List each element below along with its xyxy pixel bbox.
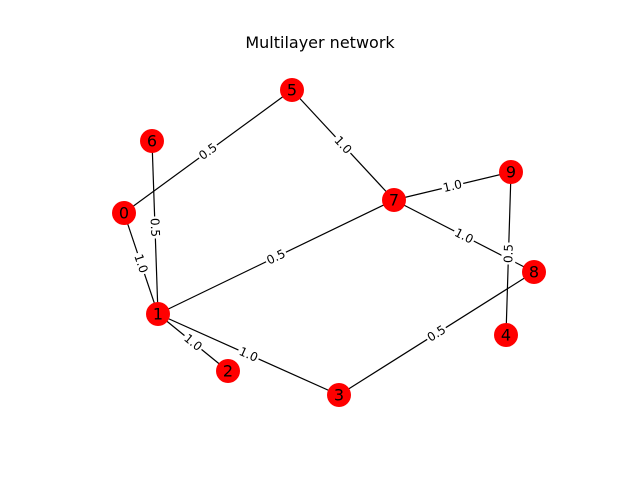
node-circle xyxy=(522,260,546,284)
edge-label-9-4: 0.5 xyxy=(501,242,516,265)
node-4: 4 xyxy=(494,323,518,347)
edge-label-3-8: 0.5 xyxy=(423,321,450,346)
edge-weight-label: 0.5 xyxy=(148,218,163,238)
node-0: 0 xyxy=(112,201,136,225)
edge-weight-label: 0.5 xyxy=(501,244,516,264)
edge-label-0-1: 1.0 xyxy=(130,250,152,277)
node-circle xyxy=(494,323,518,347)
edge-label-background xyxy=(180,330,206,355)
edge-weight-label: 1.0 xyxy=(131,252,150,275)
node-circle xyxy=(499,160,523,184)
edge-label-background xyxy=(440,176,465,196)
node-6: 6 xyxy=(140,129,164,153)
node-label: 0 xyxy=(119,204,129,223)
edge-label-1-3: 1.0 xyxy=(235,343,262,366)
edge-label-background xyxy=(147,216,163,239)
node-9: 9 xyxy=(499,160,523,184)
node-circle xyxy=(112,201,136,225)
node-label: 6 xyxy=(147,132,157,151)
node-circle xyxy=(280,78,304,102)
edge-weight-label: 0.5 xyxy=(196,140,220,163)
node-label: 7 xyxy=(389,191,399,210)
edge-label-background xyxy=(501,242,516,265)
edge-label-7-9: 1.0 xyxy=(440,176,465,196)
node-1: 1 xyxy=(146,302,170,326)
edge-label-background xyxy=(194,139,222,164)
diagram-title: Multilayer network xyxy=(245,33,395,52)
edge-label-background xyxy=(451,224,477,248)
edge-label-6-1: 0.5 xyxy=(147,216,163,239)
node-8: 8 xyxy=(522,260,546,284)
edge-weight-label: 1.0 xyxy=(181,331,205,354)
node-2: 2 xyxy=(216,359,240,383)
edge-label-background xyxy=(423,321,450,346)
node-circle xyxy=(327,383,351,407)
edge-label-background xyxy=(263,245,289,269)
node-label: 2 xyxy=(223,362,233,381)
node-5: 5 xyxy=(280,78,304,102)
node-label: 1 xyxy=(153,305,163,324)
edge-label-7-1: 0.5 xyxy=(263,245,289,269)
node-3: 3 xyxy=(327,383,351,407)
node-circle xyxy=(216,359,240,383)
node-circle xyxy=(140,129,164,153)
nodes-layer: 0 1 2 3 4 5 6 7 8 9 xyxy=(112,78,546,407)
edge-weight-label: 0.5 xyxy=(425,322,449,344)
edge-label-background xyxy=(330,132,356,158)
edge-label-background xyxy=(130,250,152,277)
node-label: 3 xyxy=(334,386,344,405)
edge-label-background xyxy=(235,343,262,366)
node-label: 4 xyxy=(501,326,511,345)
node-circle xyxy=(146,302,170,326)
node-7: 7 xyxy=(382,188,406,212)
node-label: 5 xyxy=(287,81,297,100)
edge-weight-label: 1.0 xyxy=(442,177,464,195)
edge-label-7-8: 1.0 xyxy=(451,224,477,248)
node-label: 8 xyxy=(529,263,539,282)
edge-label-0-5: 0.5 xyxy=(194,139,222,164)
node-circle xyxy=(382,188,406,212)
node-label: 9 xyxy=(506,163,516,182)
